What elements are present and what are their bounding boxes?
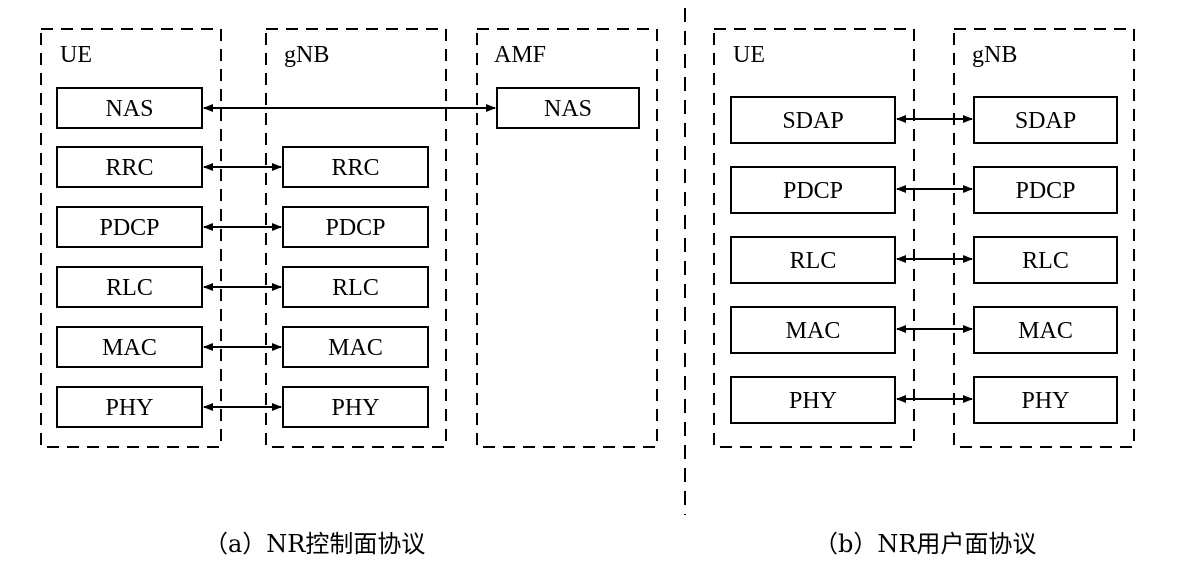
cp-gnb-label: gNB (284, 42, 329, 68)
up-ue-layer-phy-label: PHY (789, 388, 837, 414)
cp-ue-layer-rlc: RLC (56, 266, 203, 308)
up-ue-layer-pdcp-label: PDCP (783, 178, 843, 204)
cp-gnb-layer-rlc-label: RLC (332, 275, 379, 301)
up-ue-layer-phy: PHY (730, 376, 896, 424)
up-ue-layer-mac: MAC (730, 306, 896, 354)
cp-ue-layer-pdcp-label: PDCP (99, 215, 159, 241)
cp-gnb-layer-pdcp: PDCP (282, 206, 429, 248)
up-gnb-layer-rlc: RLC (973, 236, 1118, 284)
cp-amf-layer-nas-label: NAS (544, 96, 592, 122)
up-gnb-layer-mac-label: MAC (1018, 318, 1073, 344)
cp-ue-layer-rrc-label: RRC (105, 155, 153, 181)
cp-gnb-layer-phy-label: PHY (331, 395, 379, 421)
cp-amf-layer-nas: NAS (496, 87, 640, 129)
up-gnb-label: gNB (972, 42, 1017, 68)
up-ue-group (713, 28, 915, 448)
cp-gnb-layer-pdcp-label: PDCP (325, 215, 385, 241)
up-ue-layer-rlc-label: RLC (790, 248, 837, 274)
cp-ue-layer-rlc-label: RLC (106, 275, 153, 301)
up-caption: （b）NR用户面协议 (814, 530, 1036, 558)
cp-gnb-layer-mac-label: MAC (328, 335, 383, 361)
cp-gnb-layer-rlc: RLC (282, 266, 429, 308)
cp-ue-layer-phy-label: PHY (105, 395, 153, 421)
cp-ue-group (40, 28, 222, 448)
cp-ue-layer-rrc: RRC (56, 146, 203, 188)
cp-gnb-group (265, 28, 447, 448)
up-ue-layer-pdcp: PDCP (730, 166, 896, 214)
up-ue-layer-sdap: SDAP (730, 96, 896, 144)
up-gnb-layer-pdcp: PDCP (973, 166, 1118, 214)
up-gnb-layer-phy: PHY (973, 376, 1118, 424)
cp-ue-layer-mac: MAC (56, 326, 203, 368)
up-ue-layer-mac-label: MAC (786, 318, 841, 344)
up-ue-layer-rlc: RLC (730, 236, 896, 284)
cp-ue-layer-pdcp: PDCP (56, 206, 203, 248)
up-gnb-layer-mac: MAC (973, 306, 1118, 354)
up-gnb-layer-phy-label: PHY (1021, 388, 1069, 414)
cp-amf-group (476, 28, 658, 448)
cp-ue-layer-mac-label: MAC (102, 335, 157, 361)
up-ue-label: UE (733, 42, 765, 68)
up-gnb-layer-rlc-label: RLC (1022, 248, 1069, 274)
up-gnb-group (953, 28, 1135, 448)
cp-ue-layer-nas-label: NAS (105, 96, 153, 122)
cp-ue-layer-phy: PHY (56, 386, 203, 428)
up-gnb-layer-sdap-label: SDAP (1015, 108, 1076, 134)
up-gnb-layer-sdap: SDAP (973, 96, 1118, 144)
up-gnb-layer-pdcp-label: PDCP (1015, 178, 1075, 204)
up-ue-layer-sdap-label: SDAP (782, 108, 843, 134)
cp-gnb-layer-rrc-label: RRC (331, 155, 379, 181)
cp-caption: （a）NR控制面协议 (204, 530, 425, 558)
cp-ue-label: UE (60, 42, 92, 68)
cp-ue-layer-nas: NAS (56, 87, 203, 129)
cp-gnb-layer-phy: PHY (282, 386, 429, 428)
cp-gnb-layer-mac: MAC (282, 326, 429, 368)
cp-gnb-layer-rrc: RRC (282, 146, 429, 188)
cp-amf-label: AMF (494, 42, 546, 68)
